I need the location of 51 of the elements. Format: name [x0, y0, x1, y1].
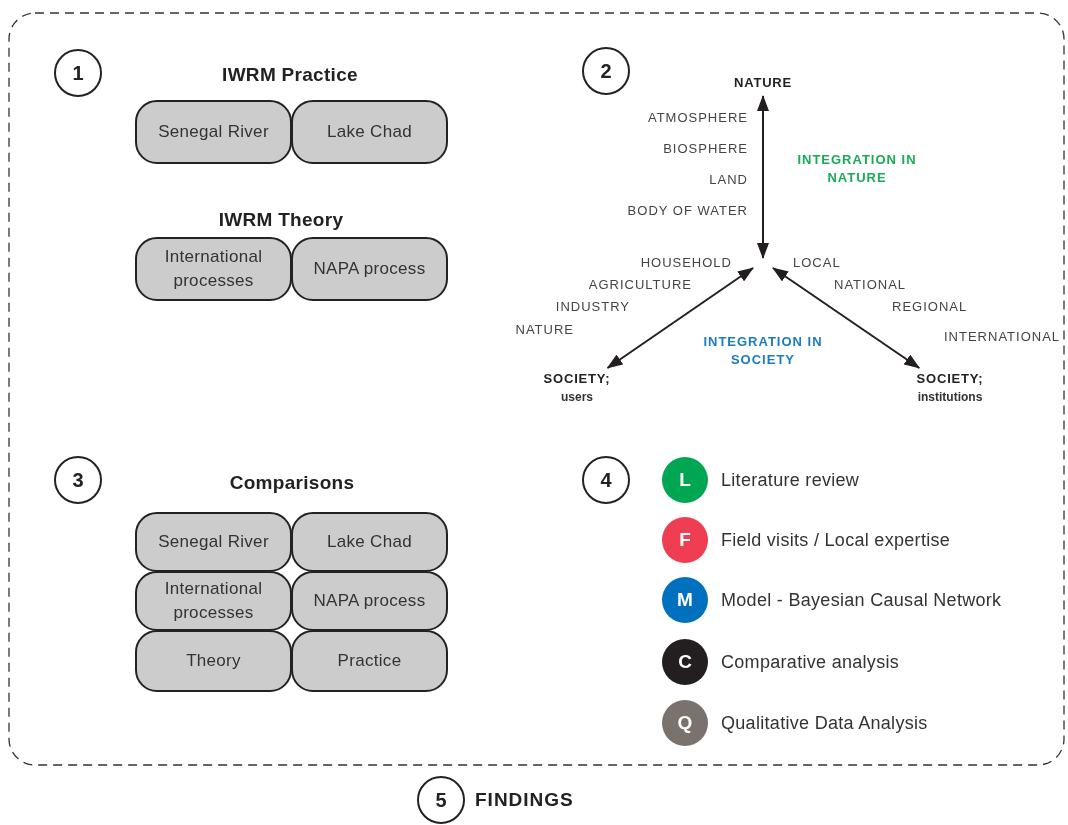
method-badge: L — [662, 457, 708, 503]
category-box: International processes — [135, 237, 292, 301]
method-badge: Q — [662, 700, 708, 746]
method-label: Field visits / Local expertise — [721, 529, 951, 552]
step-number: 1 — [54, 49, 102, 97]
double-arrow — [772, 267, 921, 369]
scale-label: ATMOSPHERE — [647, 109, 748, 127]
section-heading: Comparisons — [229, 471, 355, 495]
method-label: Literature review — [721, 469, 860, 492]
scale-label: NATURE — [515, 321, 574, 339]
method-label: Model - Bayesian Causal Network — [721, 589, 1002, 612]
axis-title: SOCIETY; — [543, 370, 611, 388]
scale-label: AGRICULTURE — [588, 276, 692, 294]
scale-label: LAND — [709, 171, 748, 189]
method-badge: C — [662, 639, 708, 685]
integration-label: INTEGRATION IN SOCIETY — [702, 333, 824, 369]
category-box: NAPA process — [291, 571, 448, 631]
scale-label: INDUSTRY — [555, 298, 630, 316]
section-title: FINDINGS — [475, 788, 574, 812]
step-number: 2 — [582, 47, 630, 95]
double-arrow — [757, 95, 769, 259]
scale-label: INTERNATIONAL — [944, 328, 1061, 346]
category-box: Lake Chad — [291, 100, 448, 164]
double-arrow — [606, 267, 754, 369]
scale-label: NATIONAL — [834, 276, 907, 294]
category-box: International processes — [135, 571, 292, 631]
method-label: Comparative analysis — [721, 651, 900, 674]
category-box: Practice — [291, 630, 448, 692]
step-number: 3 — [54, 456, 102, 504]
category-box: Senegal River — [135, 100, 292, 164]
section-heading: IWRM Practice — [222, 63, 358, 87]
scale-label: BODY OF WATER — [627, 202, 748, 220]
scale-label: BIOSPHERE — [663, 140, 748, 158]
axis-subtitle: institutions — [917, 389, 983, 406]
scale-label: REGIONAL — [892, 298, 968, 316]
scale-label: HOUSEHOLD — [640, 254, 732, 272]
category-box: Senegal River — [135, 512, 292, 572]
category-box: Lake Chad — [291, 512, 448, 572]
axis-title: NATURE — [734, 74, 792, 92]
step-number: 5 — [417, 776, 465, 824]
scale-label: LOCAL — [793, 254, 841, 272]
method-badge: F — [662, 517, 708, 563]
axis-subtitle: users — [561, 389, 593, 406]
axis-title: SOCIETY; — [916, 370, 984, 388]
category-box: Theory — [135, 630, 292, 692]
section-heading: IWRM Theory — [218, 208, 344, 232]
method-label: Qualitative Data Analysis — [721, 712, 928, 735]
step-number: 4 — [582, 456, 630, 504]
integration-label: INTEGRATION IN NATURE — [796, 151, 918, 187]
method-badge: M — [662, 577, 708, 623]
category-box: NAPA process — [291, 237, 448, 301]
